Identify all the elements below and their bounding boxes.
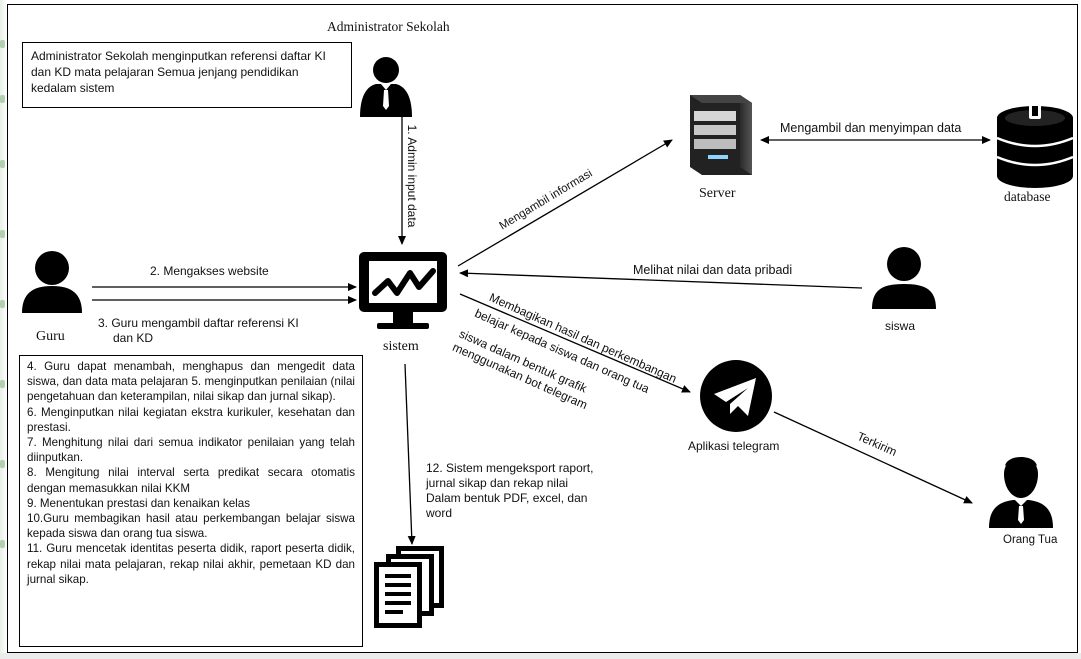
parent-person-icon bbox=[989, 457, 1053, 528]
orang-tua-label: Orang Tua bbox=[1003, 534, 1058, 546]
arrow-sistem-to-telegram bbox=[459, 293, 691, 393]
documents-icon bbox=[374, 546, 444, 628]
step-text: 4. Guru dapat menambah, menghapus dan me… bbox=[27, 360, 355, 404]
edge-label-export-1: 12. Sistem mengeksport raport, bbox=[426, 461, 594, 475]
admin-person-icon bbox=[360, 57, 412, 117]
siswa-person-icon bbox=[872, 247, 936, 309]
step-text: 10.Guru membagikan hasil atau perkembang… bbox=[27, 512, 355, 541]
edge-label-export-2: jurnal sikap dan rekap nilai bbox=[426, 476, 569, 490]
database-icon bbox=[996, 103, 1074, 188]
edge-label-ambil-referensi-2: dan KD bbox=[113, 331, 154, 345]
admin-note-text: Administrator Sekolah menginputkan refer… bbox=[31, 49, 326, 95]
edge-label-export-3: Dalam bentuk PDF, excel, dan bbox=[426, 491, 588, 505]
edge-label-admin-input: 1. Admin input data bbox=[405, 124, 419, 228]
telegram-icon bbox=[700, 360, 772, 432]
admin-note-box: Administrator Sekolah menginputkan refer… bbox=[22, 42, 352, 108]
siswa-label: siswa bbox=[885, 319, 916, 333]
bottom-strip bbox=[0, 653, 1081, 659]
step-text: 7. Menghitung nilai dari semua indikator… bbox=[27, 436, 355, 465]
server-icon bbox=[690, 95, 752, 175]
step-text: 9. Menentukan prestasi dan kenaikan kela… bbox=[27, 496, 250, 510]
arrow-telegram-to-orangtua bbox=[773, 411, 973, 504]
steps-box: 4. Guru dapat menambah, menghapus dan me… bbox=[19, 355, 363, 647]
arrow-siswa-to-sistem bbox=[459, 269, 863, 289]
admin-title: Administrator Sekolah bbox=[327, 19, 450, 34]
edge-label-akses-website: 2. Mengakses website bbox=[150, 264, 269, 278]
sistem-label: sistem bbox=[383, 339, 419, 354]
edge-label-export-4: word bbox=[426, 506, 453, 520]
telegram-label: Aplikasi telegram bbox=[688, 439, 780, 453]
guru-person-icon bbox=[22, 251, 82, 313]
page-edge-strip bbox=[0, 0, 7, 659]
monitor-chart-icon bbox=[359, 252, 447, 329]
edge-label-ambil-referensi: 3. Guru mengambil daftar referensi KI bbox=[98, 316, 299, 330]
edge-label-lihat-nilai: Melihat nilai dan data pribadi bbox=[633, 263, 793, 277]
database-label: database bbox=[1004, 189, 1051, 204]
guru-label: Guru bbox=[36, 329, 65, 344]
arrow-sistem-to-documents bbox=[404, 363, 416, 545]
step-text: 11. Guru mencetak identitas peserta didi… bbox=[27, 542, 355, 586]
arrow-sistem-to-server bbox=[457, 139, 673, 267]
edge-label-ambil-simpan: Mengambil dan menyimpan data bbox=[780, 121, 962, 135]
server-label: Server bbox=[699, 186, 736, 201]
step-text: 6. Menginputkan nilai kegiatan ekstra ku… bbox=[27, 405, 355, 434]
step-text: 8. Mengitung nilai interval serta predik… bbox=[27, 466, 355, 495]
